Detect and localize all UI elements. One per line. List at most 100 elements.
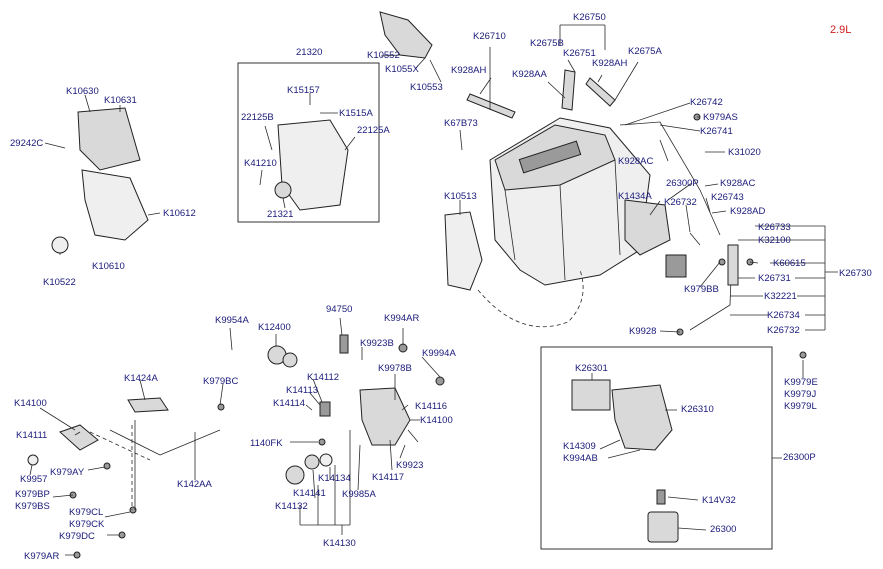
part-label-k9979e: K9979E xyxy=(784,377,818,388)
part-label-k14100: K14100 xyxy=(420,415,453,426)
pickup-k1424a-drawing xyxy=(127,397,169,413)
part-label-k26734: K26734 xyxy=(767,310,800,321)
part-label-29242c: 29242C xyxy=(10,138,43,149)
bolt-icons xyxy=(69,113,807,559)
part-label-k979ar: K979AR xyxy=(24,551,60,562)
part-label-k26731: K26731 xyxy=(758,273,791,284)
engine-variant-label: 2.9L xyxy=(830,24,851,36)
part-label-k9957: K9957 xyxy=(20,474,47,485)
part-label-k41210: K41210 xyxy=(244,158,277,169)
part-label-k994ar: K994AR xyxy=(384,313,420,324)
seal-21321-drawing xyxy=(274,181,292,199)
washer-k14134-drawing xyxy=(319,453,333,467)
part-label-k994ab: K994AB xyxy=(563,453,598,464)
part-label-26300p: 26300P xyxy=(666,178,699,189)
part-label-k60615: K60615 xyxy=(773,258,806,269)
part-label-k26733: K26733 xyxy=(758,222,791,233)
part-label-k979as: K979AS xyxy=(703,112,738,123)
part-label-k12400: K12400 xyxy=(258,322,291,333)
oil-filter-26300-drawing xyxy=(647,511,679,543)
part-label-k26310: K26310 xyxy=(681,404,714,415)
part-label-k9985a: K9985A xyxy=(342,489,376,500)
part-label-k10553: K10553 xyxy=(410,82,443,93)
part-label-k142aa: K142AA xyxy=(177,479,213,490)
part-label-k9994a: K9994A xyxy=(422,348,456,359)
oil-cooler-k26301-drawing xyxy=(571,379,611,411)
part-label-k26730: K26730 xyxy=(839,268,872,279)
part-label-k9923: K9923 xyxy=(396,460,423,471)
part-label-k928ac: K928AC xyxy=(720,178,756,189)
oil-cooler-group-box xyxy=(540,346,773,550)
part-label-k14111: K14111 xyxy=(16,430,47,441)
part-label-k14132: K14132 xyxy=(275,501,308,512)
part-label-k979bc: K979BC xyxy=(203,376,239,387)
part-label-k928ac: K928AC xyxy=(618,156,654,167)
part-label-k928ah: K928AH xyxy=(592,58,628,69)
oring-k9957-drawing xyxy=(27,454,39,466)
part-label-k31020: K31020 xyxy=(728,147,761,158)
part-label-k10630: K10630 xyxy=(66,86,99,97)
strainer-k14111-drawing xyxy=(59,424,99,451)
part-label-k1424a: K1424A xyxy=(124,373,158,384)
part-label-k26301: K26301 xyxy=(575,363,608,374)
assembly-dashed-lines xyxy=(89,425,151,510)
part-label-k32221: K32221 xyxy=(764,291,797,302)
part-label-k14134: K14134 xyxy=(318,473,351,484)
part-label-k10522: K10522 xyxy=(43,277,76,288)
part-label-22125a: 22125A xyxy=(357,125,390,136)
part-label-k14117: K14117 xyxy=(372,472,404,483)
gear-k14132-drawing xyxy=(285,465,305,485)
part-label-21321: 21321 xyxy=(267,209,293,220)
engine-block-drawing xyxy=(489,117,651,286)
pipe-k26731-drawing xyxy=(727,244,739,286)
part-label-k10552: K10552 xyxy=(367,50,400,61)
part-label-k26743: K26743 xyxy=(711,192,744,203)
part-label-k14114: K14114 xyxy=(273,398,305,409)
part-label-22125b: 22125B xyxy=(241,112,274,123)
part-label-k10610: K10610 xyxy=(92,261,125,272)
part-label-k26732: K26732 xyxy=(767,325,800,336)
part-label-k14309: K14309 xyxy=(563,441,596,452)
part-label-k32100: K32100 xyxy=(758,235,791,246)
part-label-k979dc: K979DC xyxy=(59,531,95,542)
part-label-26300p: 26300P xyxy=(783,452,816,463)
part-label-k14113: K14113 xyxy=(286,385,318,396)
part-label-k10612: K10612 xyxy=(163,208,196,219)
part-label-k14141: K14141 xyxy=(293,488,326,499)
part-label-k9954a: K9954A xyxy=(215,315,249,326)
part-label-k15157: K15157 xyxy=(287,85,320,96)
gear-k14141-drawing xyxy=(304,454,320,470)
part-label-k928aa: K928AA xyxy=(512,69,548,80)
part-label-k14130: K14130 xyxy=(323,538,356,549)
part-label-k979bb: K979BB xyxy=(684,284,719,295)
plug-k10522-drawing xyxy=(51,236,69,254)
part-label-k979ck: K979CK xyxy=(69,519,105,530)
leader-lines xyxy=(29,24,838,556)
hose-k26741-drawing xyxy=(619,121,721,236)
upper-belt-cover-drawing xyxy=(77,107,141,171)
part-label-k979bp: K979BP xyxy=(15,489,50,500)
nut-k994ar-drawing xyxy=(398,343,408,353)
part-label-26300: 26300 xyxy=(710,524,736,535)
filter-top-drawing xyxy=(665,254,687,278)
part-label-k1515a: K1515A xyxy=(339,108,373,119)
part-label-k26710: K26710 xyxy=(473,31,506,42)
timing-cover-drawing xyxy=(277,119,349,211)
part-label-k9978b: K9978B xyxy=(378,363,412,374)
part-label-k2675b: K2675B xyxy=(530,38,564,49)
part-label-k10631: K10631 xyxy=(104,95,137,106)
part-label-k979ay: K979AY xyxy=(50,467,85,478)
part-label-k1055x: K1055X xyxy=(385,64,419,75)
gear-k12400-b-drawing xyxy=(282,352,298,368)
part-label-k14v32: K14V32 xyxy=(702,495,736,506)
rear-plate-drawing xyxy=(444,211,483,291)
part-label-k26742: K26742 xyxy=(690,97,723,108)
oil-filter-housing-drawing xyxy=(611,384,673,451)
part-label-k928ah: K928AH xyxy=(451,65,487,76)
part-label-k9979j: K9979J xyxy=(784,389,816,400)
part-label-21320: 21320 xyxy=(296,47,322,58)
part-label-1140fk: 1140FK xyxy=(250,438,283,449)
part-label-k1434a: K1434A xyxy=(618,191,652,202)
part-label-k9923b: K9923B xyxy=(360,338,394,349)
